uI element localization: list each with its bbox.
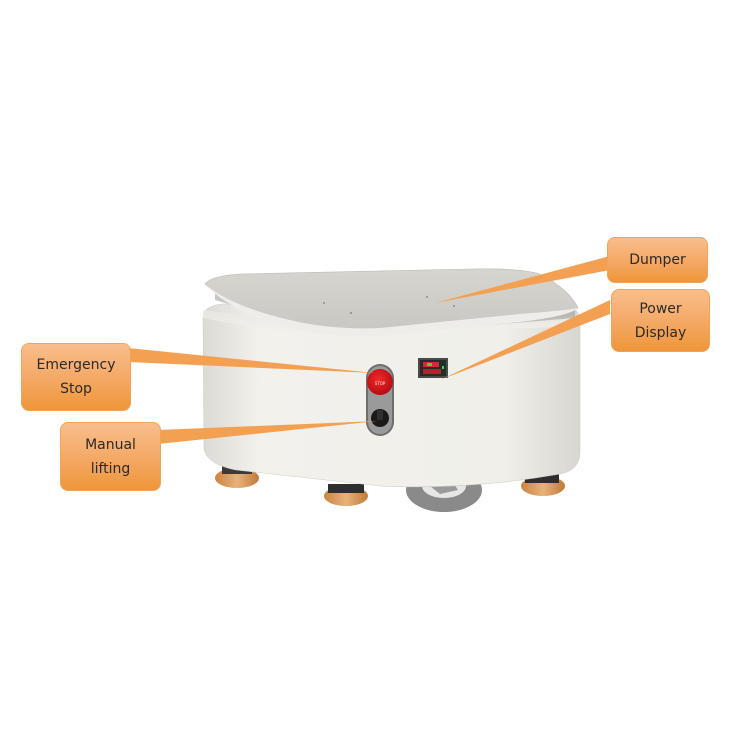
callout-power-display-line1: Power	[639, 300, 682, 317]
caster-wheel-front-left	[324, 484, 368, 506]
callout-manual-lifting: Manual lifting	[60, 422, 161, 491]
callout-dumper: Dumper	[607, 237, 708, 283]
callout-emergency-stop: Emergency Stop	[21, 343, 131, 411]
leader-lines	[128, 256, 610, 444]
callout-manual-lifting-line2: lifting	[90, 460, 131, 477]
callout-emergency-stop-line1: Emergency	[36, 357, 116, 373]
manual-lifting-socket	[371, 409, 389, 427]
power-display-meter	[418, 358, 448, 378]
callout-manual-lifting-line1: Manual	[85, 436, 136, 453]
callout-power-display-line2: Display	[634, 324, 687, 341]
callout-emergency-stop-line2: Stop	[60, 381, 92, 397]
callout-power-display: Power Display	[611, 289, 710, 352]
svg-text:STOP: STOP	[375, 381, 386, 386]
caster-wheel-right	[521, 474, 565, 496]
callout-dumper-text: Dumper	[629, 252, 686, 268]
emergency-stop-button: STOP	[367, 369, 393, 395]
